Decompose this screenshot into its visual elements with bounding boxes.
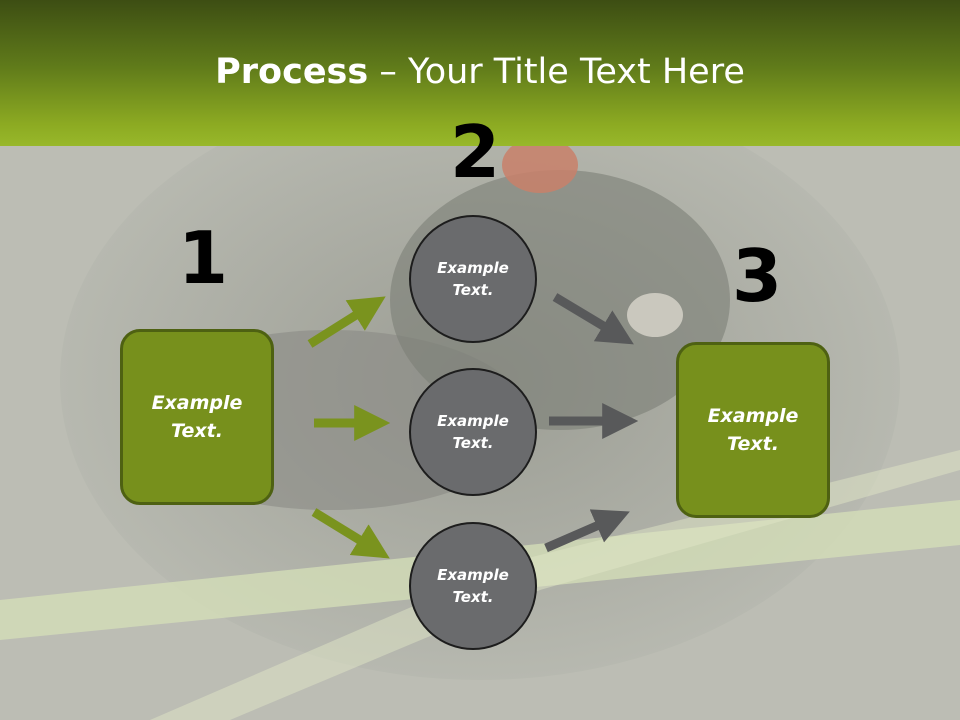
step-3-text: Example Text.: [707, 404, 799, 456]
step-number-1: 1: [178, 216, 229, 300]
slide-title: Process – Your Title Text Here: [0, 52, 960, 92]
step-3-box: Example Text.: [676, 342, 830, 518]
arrow-bottom-to-3: [544, 509, 630, 553]
step-2-circle-bottom: Example Text.: [409, 522, 537, 650]
step-number-3: 3: [732, 234, 783, 318]
circle-middle-text: Example Text.: [437, 411, 509, 453]
step-2-circle-middle: Example Text.: [409, 368, 537, 496]
title-bar: Process – Your Title Text Here: [0, 0, 960, 146]
title-rest: – Your Title Text Here: [368, 52, 745, 92]
circle-top-text: Example Text.: [437, 258, 509, 300]
arrow-top-to-3: [552, 293, 634, 345]
step-1-box: Example Text.: [120, 329, 274, 505]
circle-bottom-text: Example Text.: [437, 565, 509, 607]
arrow-1-to-top: [307, 296, 386, 348]
arrow-1-to-bottom: [311, 508, 390, 559]
step-1-text: Example Text.: [151, 391, 243, 443]
title-bold: Process: [215, 52, 369, 92]
step-2-circle-top: Example Text.: [409, 215, 537, 343]
step-number-2: 2: [450, 110, 501, 194]
